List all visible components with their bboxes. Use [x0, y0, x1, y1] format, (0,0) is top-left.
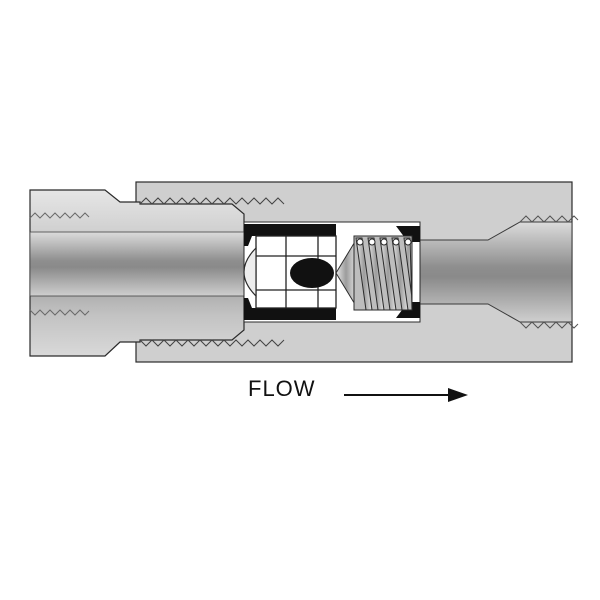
flow-label: FLOW — [248, 376, 316, 401]
seal-ring-top — [244, 224, 336, 246]
outlet-bore — [419, 221, 573, 323]
outlet-threads-top — [519, 215, 579, 223]
valve-seat-dome — [243, 246, 257, 298]
inlet-bore — [29, 231, 245, 297]
inlet-internal-threads-top — [29, 212, 90, 219]
nipple-threads-bottom — [139, 339, 285, 347]
seal-right-top — [396, 226, 420, 242]
seal-ring-bottom — [244, 298, 336, 320]
coil-spring — [353, 235, 413, 311]
inlet-internal-threads-bottom — [29, 309, 90, 316]
outlet-threads-bottom — [519, 321, 579, 329]
arrow-right-icon — [344, 388, 468, 402]
poppet-ball — [290, 258, 334, 288]
nipple-threads-top — [139, 197, 285, 205]
